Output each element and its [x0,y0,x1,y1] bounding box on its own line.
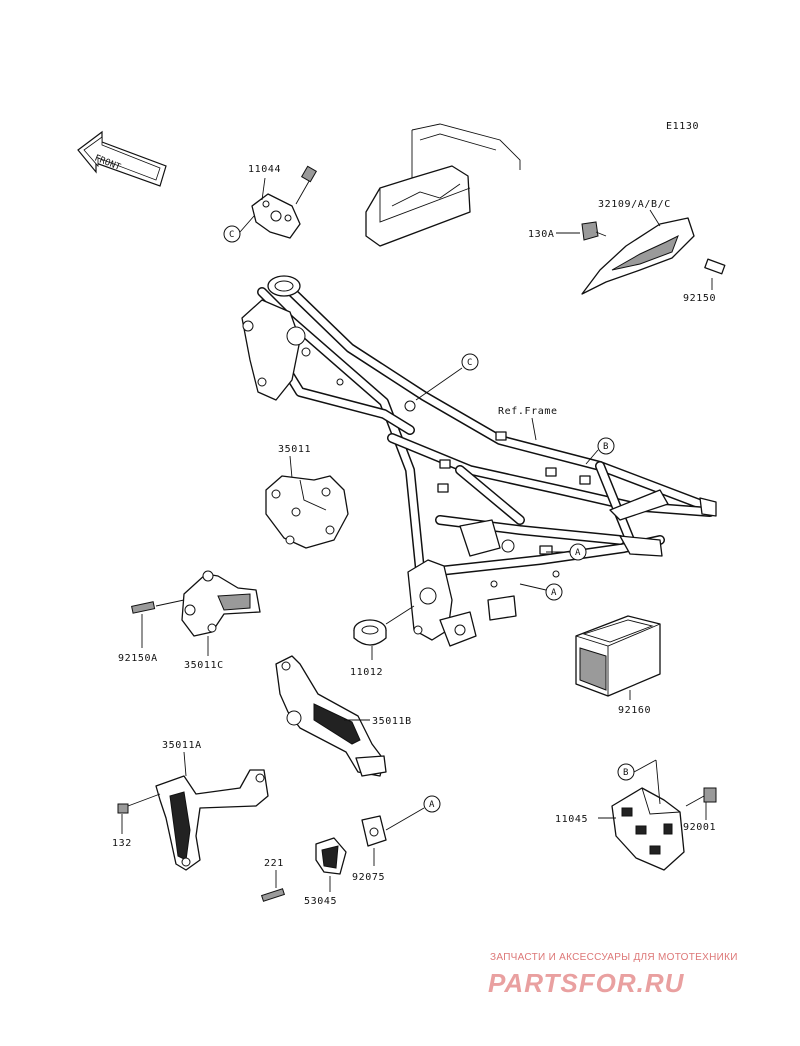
motorcycle-frame [241,275,717,647]
frame-label: Ref.Frame [498,406,558,417]
label-35011B: 35011B [372,716,412,727]
part-11045: 11045 B 92001 [555,759,717,871]
callout-b-bracket: B [623,768,628,778]
label-92001: 92001 [683,822,716,833]
callout-a-frame-2-label: A [551,588,557,598]
label-35011A: 35011A [162,740,202,751]
label-221: 221 [264,858,284,869]
label-92075: 92075 [352,872,385,883]
callout-a-clip: A [429,800,435,810]
front-arrow-icon: FRONT [77,130,167,187]
watermark-logo: PARTSFOR.RU [488,968,685,998]
part-53045: 53045 [304,837,347,907]
part-92075: 92075 A [352,795,441,883]
callout-a-frame-2: A [519,583,563,601]
part-32109: 32109/A/B/C 130A 92150 [528,199,726,304]
label-53045: 53045 [304,896,337,907]
callout-a-frame-1-label: A [575,548,581,558]
battery-case-top [365,123,521,247]
label-92150: 92150 [683,293,716,304]
callout-c-top: C [229,230,234,240]
callout-b-frame: B [585,437,615,465]
callout-b-frame-label: B [603,442,608,452]
part-92160: 92160 [575,615,661,716]
callout-c-frame-label: C [467,358,472,368]
part-35011C: 35011C 92150A [118,570,261,671]
callout-a-frame-1: A [546,543,587,561]
label-11012: 11012 [350,667,383,678]
label-35011: 35011 [278,444,311,455]
label-92150A: 92150A [118,653,158,664]
part-11044: 11044 C [223,164,318,243]
label-35011C: 35011C [184,660,224,671]
label-11045: 11045 [555,814,588,825]
label-130A: 130A [528,229,554,240]
label-132: 132 [112,838,132,849]
diagram-code: E1130 [666,121,699,132]
part-35011: 35011 [265,444,349,549]
label-92160: 92160 [618,705,651,716]
watermark-tagline: ЗАПЧАСТИ И АКСЕССУАРЫ ДЛЯ МОТОТЕХНИКИ [490,952,738,963]
label-32109: 32109/A/B/C [598,199,671,210]
part-11012: 11012 [350,605,415,678]
callout-c-frame: C [415,353,479,401]
label-11044: 11044 [248,164,281,175]
part-35011A: 35011A 132 [112,740,269,871]
watermark: ЗАПЧАСТИ И АКСЕССУАРЫ ДЛЯ МОТОТЕХНИКИ PA… [488,952,738,998]
part-35011B: 35011B [275,655,412,777]
part-221: 221 [260,858,286,902]
